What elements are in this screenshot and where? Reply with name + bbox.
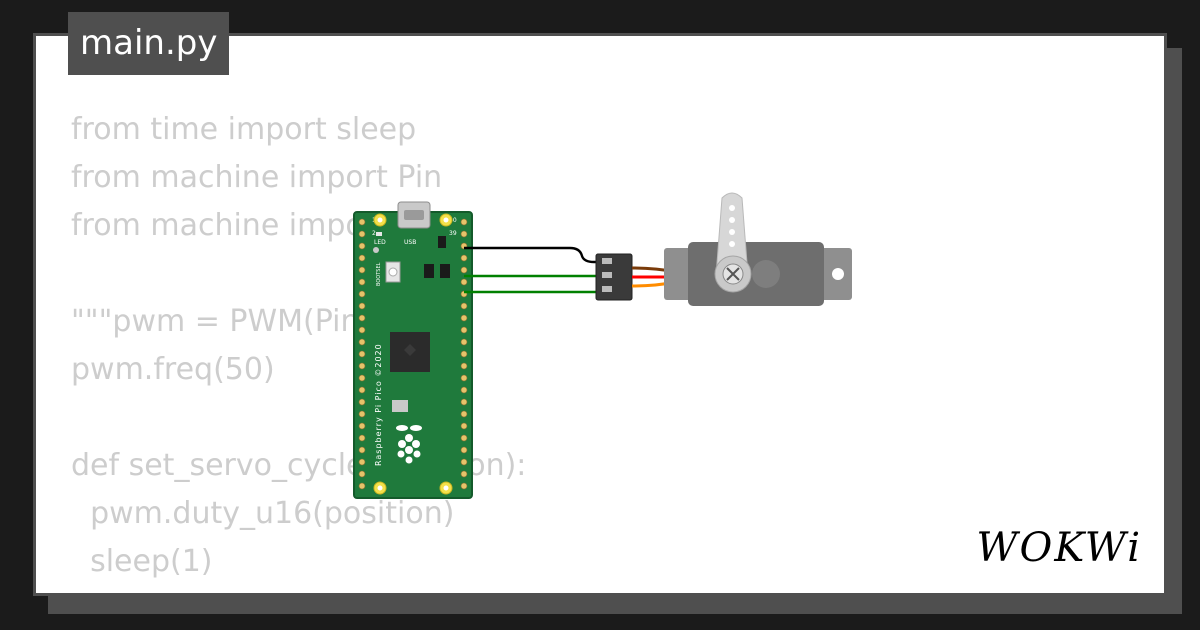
circuit-diagram: 1 2 39 40 USB LED BOOTSEL Raspberry Pi xyxy=(353,192,852,499)
code-line: pwm.duty_u16(position) xyxy=(71,496,455,531)
raspberry-logo-icon xyxy=(396,425,422,464)
board-label: Raspberry Pi Pico ©2020 xyxy=(374,343,383,466)
pin-number-2: 2 xyxy=(372,230,376,237)
code-line: from time import sleep xyxy=(71,112,417,147)
wire-gnd[interactable] xyxy=(464,246,601,264)
servo-motor[interactable] xyxy=(664,192,852,306)
bootsel-label: BOOTSEL xyxy=(376,262,382,286)
preview-card: from time import sleep from machine impor… xyxy=(33,33,1167,596)
left-pin-header xyxy=(358,218,366,490)
pico-board[interactable]: 1 2 39 40 USB LED BOOTSEL Raspberry Pi xyxy=(353,201,473,499)
code-line: sleep(1) xyxy=(71,544,213,579)
onboard-led xyxy=(376,232,382,236)
file-tab[interactable]: main.py xyxy=(68,12,230,75)
led-label: LED xyxy=(374,239,386,246)
right-pin-header xyxy=(460,218,468,490)
pin-number-40: 40 xyxy=(449,217,457,224)
servo-connector[interactable] xyxy=(595,253,633,301)
code-line: pwm.freq(50) xyxy=(71,352,275,387)
code-line: from machine import Pin xyxy=(71,160,443,195)
pin-number-39: 39 xyxy=(449,230,457,237)
wokwi-logo: WOKWi xyxy=(976,525,1142,571)
usb-label: USB xyxy=(404,239,416,246)
